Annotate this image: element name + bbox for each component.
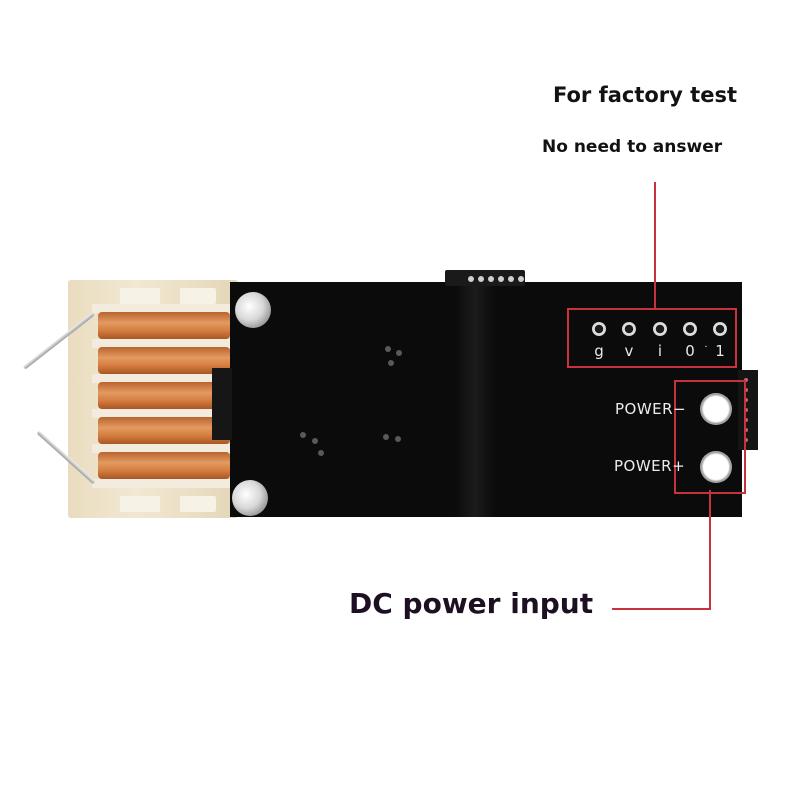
- coil-separator: [92, 374, 232, 383]
- header-pin: [744, 418, 748, 422]
- header-pin: [508, 276, 514, 282]
- dc-power-input-label: DC power input: [349, 587, 594, 620]
- pcb-board: [230, 282, 742, 517]
- test-pad-label: v: [624, 342, 634, 360]
- coil-separator: [92, 479, 232, 488]
- test-pad-label: 1: [715, 342, 725, 360]
- bobbin-tab: [180, 288, 216, 304]
- copper-coil-winding: [98, 452, 230, 479]
- left-pin-header: [212, 368, 232, 440]
- factory-test-title: For factory test: [553, 83, 737, 107]
- dc-input-callout-line-vertical: [709, 490, 711, 610]
- bobbin-tab: [120, 288, 160, 304]
- pcb-reflection: [455, 282, 495, 517]
- mounting-screw: [232, 480, 268, 516]
- header-pin: [478, 276, 484, 282]
- test-pad-v: [622, 322, 636, 336]
- copper-coil-winding: [98, 347, 230, 374]
- via: [300, 432, 306, 438]
- via: [312, 438, 318, 444]
- header-pin: [744, 428, 748, 432]
- via: [395, 436, 401, 442]
- test-pad-1: [713, 322, 727, 336]
- top-pin-header: [445, 270, 525, 286]
- via: [383, 434, 389, 440]
- coil-separator: [92, 409, 232, 418]
- power-plus-label: POWER+: [614, 457, 686, 475]
- via: [396, 350, 402, 356]
- bobbin-tab: [120, 496, 160, 512]
- header-pin: [744, 398, 748, 402]
- via: [318, 450, 324, 456]
- test-pad-g: [592, 322, 606, 336]
- header-pin: [744, 378, 748, 382]
- header-pin: [518, 276, 524, 282]
- power-plus-pad: [700, 451, 732, 483]
- bobbin-tab: [180, 496, 216, 512]
- coil-separator: [92, 304, 232, 313]
- header-pin: [488, 276, 494, 282]
- test-pad-label: i: [657, 342, 663, 360]
- factory-test-callout-line: [654, 182, 656, 310]
- copper-coil-winding: [98, 417, 230, 444]
- header-pin: [498, 276, 504, 282]
- test-pad-i: [653, 322, 667, 336]
- test-pad-label: g: [594, 342, 604, 360]
- coil-separator: [92, 444, 232, 453]
- power-minus-label: POWER−: [615, 400, 687, 418]
- copper-coil-winding: [98, 382, 230, 409]
- via: [388, 360, 394, 366]
- power-minus-pad: [700, 393, 732, 425]
- test-pad-label: 0: [685, 342, 695, 360]
- via: [385, 346, 391, 352]
- header-pin: [744, 408, 748, 412]
- factory-test-subtitle: No need to answer: [542, 137, 723, 157]
- mounting-screw: [235, 292, 271, 328]
- header-pin: [744, 388, 748, 392]
- coil-separator: [92, 339, 232, 348]
- right-pin-header: [738, 370, 758, 450]
- dc-input-callout-line-horizontal: [612, 608, 711, 610]
- header-pin: [468, 276, 474, 282]
- test-pad-0: [683, 322, 697, 336]
- header-pin: [744, 438, 748, 442]
- copper-coil-winding: [98, 312, 230, 339]
- test-pads-callout-box: [567, 308, 737, 368]
- test-pad-separator: ·: [704, 342, 708, 353]
